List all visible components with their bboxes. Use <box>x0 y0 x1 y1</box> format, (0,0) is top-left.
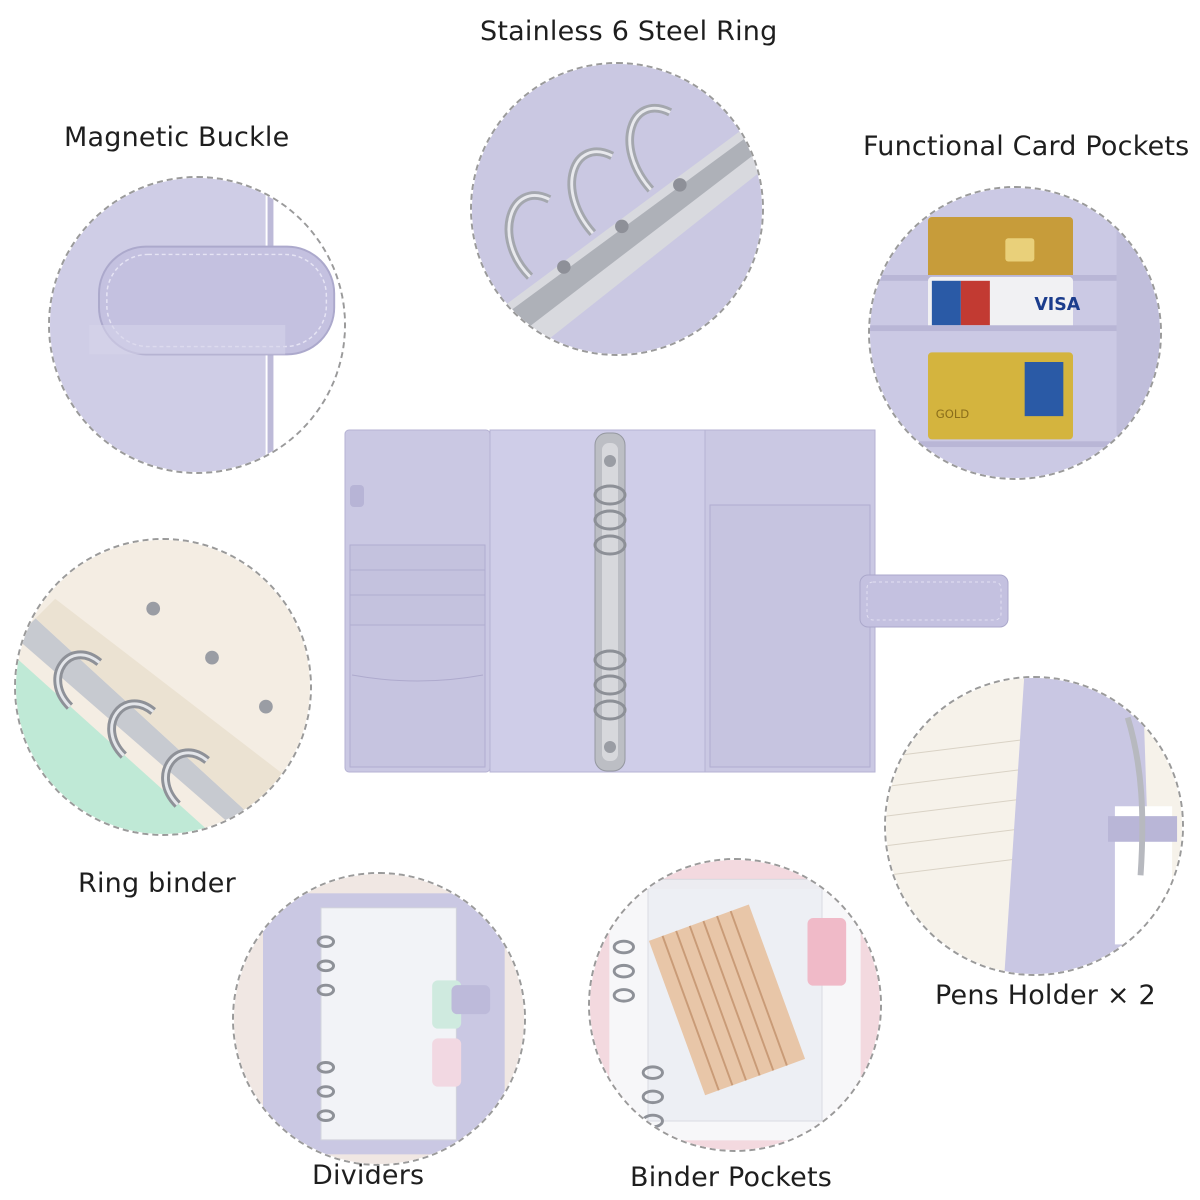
ring-binder-label: Ring binder <box>78 868 236 899</box>
ring-binder-photo <box>14 538 312 836</box>
gold-text: GOLD <box>936 407 970 421</box>
card-pockets-label: Functional Card Pockets <box>863 131 1190 162</box>
pens-holder-label: Pens Holder × 2 <box>935 980 1156 1011</box>
magnetic-buckle-photo <box>48 176 346 474</box>
binder-pockets-photo <box>588 858 882 1152</box>
steel-ring-photo <box>470 62 764 356</box>
visa-text: VISA <box>1034 295 1080 315</box>
stainless-ring-label: Stainless 6 Steel Ring <box>480 16 778 47</box>
dividers-photo <box>232 872 526 1166</box>
pens-holder-photo <box>884 676 1184 976</box>
binder-pockets-label: Binder Pockets <box>630 1162 832 1193</box>
magnetic-buckle-label: Magnetic Buckle <box>64 122 290 153</box>
main-binder-photo <box>340 425 1020 780</box>
